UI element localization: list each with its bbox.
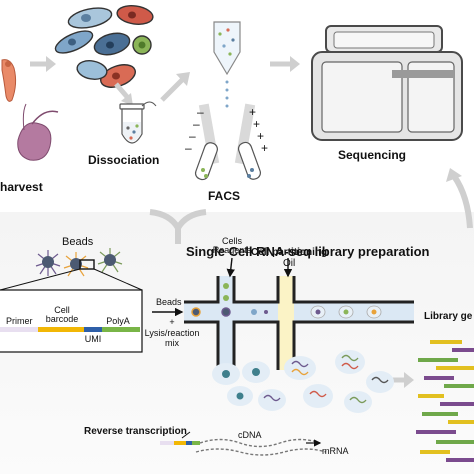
microfluidic-chip xyxy=(184,276,414,370)
dissociated-cells-icon xyxy=(54,5,154,88)
facs-nozzle-icon xyxy=(213,21,241,108)
sequencing-label: Sequencing xyxy=(338,148,407,162)
library-generation-label: Library ge xyxy=(424,311,473,322)
bead-oligo-zoom-box xyxy=(0,268,143,353)
lysis-reaction-mix-label: Lysis/reaction mix xyxy=(144,328,200,348)
cell-partitioning-label: Cell partitioning xyxy=(251,247,328,258)
plus-sign: + xyxy=(169,317,175,327)
beads-input-label: Beads xyxy=(156,297,182,307)
svg-text:+: + xyxy=(257,129,264,143)
reverse-transcription-molecule xyxy=(160,431,327,456)
svg-text:+: + xyxy=(261,141,268,155)
organism-larva-icon xyxy=(1,59,17,102)
cells-reagents-arrow xyxy=(226,257,235,278)
beads-cluster-icon xyxy=(35,248,123,277)
dissociation-tube-icon xyxy=(119,101,157,144)
process-arrow-merge-into-prep xyxy=(149,209,207,244)
facs-charge-symbols: –––– ++++ xyxy=(185,105,268,155)
svg-text:+: + xyxy=(249,105,256,119)
cdna-label: cDNA xyxy=(238,430,262,440)
process-arrow-droplets-to-library xyxy=(392,372,414,388)
main-channel xyxy=(184,302,414,322)
facs-collection-tube-right xyxy=(237,141,261,180)
polya-label: PolyA xyxy=(106,316,130,326)
oligo-barcode-strip xyxy=(0,327,140,332)
process-arrow-tube-to-facs xyxy=(160,72,190,102)
cell-barcode-label: Cell barcode xyxy=(45,305,79,324)
facs-collection-tube-left xyxy=(194,142,218,181)
process-arrow-harvest-to-cells xyxy=(30,56,56,72)
process-arrow-library-to-sequencing xyxy=(446,168,473,229)
process-arrow-cells-to-tube xyxy=(114,82,133,106)
process-arrow-facs-to-sequencer xyxy=(270,56,300,72)
harvest-label: harvest xyxy=(0,180,43,194)
droplet-emulsion xyxy=(212,350,394,413)
reverse-transcription-label: Reverse transcription xyxy=(84,426,187,437)
dissociation-label: Dissociation xyxy=(88,153,160,167)
library-prep-title: Single Cell RNA-seq library preparation xyxy=(186,244,430,259)
svg-text:–: – xyxy=(197,105,204,119)
cells-reagents-channel xyxy=(218,276,234,370)
primer-label: Primer xyxy=(6,316,33,326)
svg-text:–: – xyxy=(185,141,192,155)
oil-channel xyxy=(278,276,294,370)
svg-text:–: – xyxy=(193,117,200,131)
beads-label: Beads xyxy=(62,236,94,248)
cells-reagents-label: Cells Reagents xyxy=(212,236,252,255)
facs-label: FACS xyxy=(208,189,241,203)
library-fragments xyxy=(416,340,474,462)
svg-text:–: – xyxy=(189,129,196,143)
mrna-label: mRNA xyxy=(322,446,349,456)
oil-label: Oil xyxy=(283,258,296,269)
umi-label: UMI xyxy=(84,334,102,344)
svg-text:+: + xyxy=(253,117,260,131)
sequencer-instrument-icon xyxy=(311,25,463,141)
organism-planaria-icon xyxy=(17,103,59,161)
